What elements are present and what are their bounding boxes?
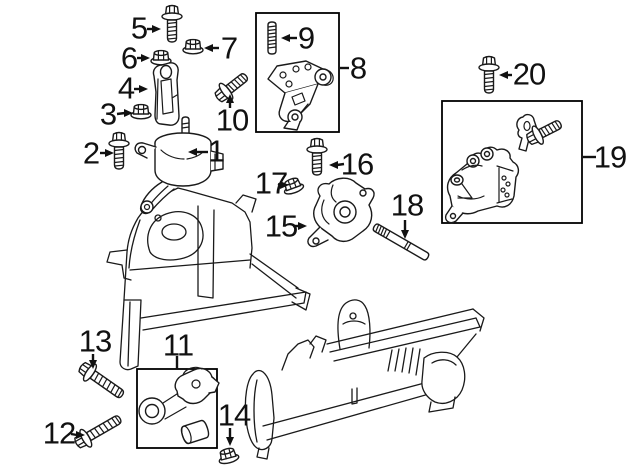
- callout-label-16: 16: [340, 146, 374, 182]
- stud-9-drawing: [267, 21, 277, 55]
- callout-7-arrow: [204, 44, 219, 52]
- part-8-group-box: [255, 12, 340, 133]
- stud-18-drawing: [372, 223, 430, 261]
- frame-assembly-drawing: [106, 187, 485, 460]
- callout-label-17: 17: [254, 165, 288, 201]
- torque-strut-11-drawing: [138, 366, 220, 445]
- callout-4-arrow: [134, 85, 148, 93]
- bolt-12-drawing: [70, 409, 126, 454]
- callout-1-arrow: [188, 148, 208, 156]
- nut-3-drawing: [130, 103, 152, 120]
- callout-label-1: 1: [207, 133, 225, 169]
- callout-label-13: 13: [78, 323, 112, 359]
- callout-20-arrow: [499, 71, 512, 79]
- callout-label-10: 10: [215, 102, 249, 138]
- roll-stopper-15-drawing: [307, 177, 375, 248]
- callout-9-arrow: [281, 34, 297, 42]
- bolt-5-drawing: [161, 4, 183, 43]
- transmission-mount-19-drawing: [444, 146, 520, 224]
- callout-label-19: 19: [593, 139, 627, 175]
- callout-3-arrow: [116, 109, 133, 117]
- bracket-4-drawing: [152, 62, 180, 126]
- callout-label-12: 12: [42, 415, 76, 451]
- callout-label-8: 8: [349, 50, 367, 86]
- callout-label-9: 9: [297, 20, 315, 56]
- callout-13-arrow: [89, 354, 97, 369]
- callout-17-arrow: [277, 181, 289, 189]
- callout-label-7: 7: [220, 30, 238, 66]
- bolt-2-drawing: [108, 131, 130, 170]
- nut-7-drawing: [182, 38, 204, 55]
- engine-bracket-8-drawing: [267, 60, 334, 131]
- callout-5-arrow: [147, 25, 161, 33]
- callout-14-arrow: [226, 428, 234, 446]
- part-19-group-box: [441, 100, 583, 224]
- callout-10-arrow: [226, 94, 234, 108]
- callout-label-3: 3: [99, 96, 117, 132]
- callout-label-2: 2: [82, 135, 100, 171]
- callout-label-5: 5: [130, 10, 148, 46]
- callout-15-arrow: [293, 222, 307, 230]
- bolt-16-drawing: [306, 137, 328, 176]
- callout-label-4: 4: [117, 70, 135, 106]
- callout-16-arrow: [329, 161, 345, 169]
- callout-label-15: 15: [264, 208, 298, 244]
- callout-arrows: [70, 25, 596, 446]
- callout-2-arrow: [100, 149, 114, 157]
- callout-label-14: 14: [217, 397, 251, 433]
- callout-label-20: 20: [512, 56, 546, 92]
- callout-label-6: 6: [120, 40, 138, 76]
- nut-14-drawing: [215, 445, 241, 466]
- bolt-20-drawing: [478, 55, 500, 94]
- engine-mount-1-drawing: [134, 116, 224, 215]
- callout-label-11: 11: [162, 327, 194, 363]
- callout-18-arrow: [401, 220, 409, 239]
- callout-label-18: 18: [390, 187, 424, 223]
- callout-6-arrow: [137, 54, 150, 62]
- callout-12-arrow: [70, 431, 85, 439]
